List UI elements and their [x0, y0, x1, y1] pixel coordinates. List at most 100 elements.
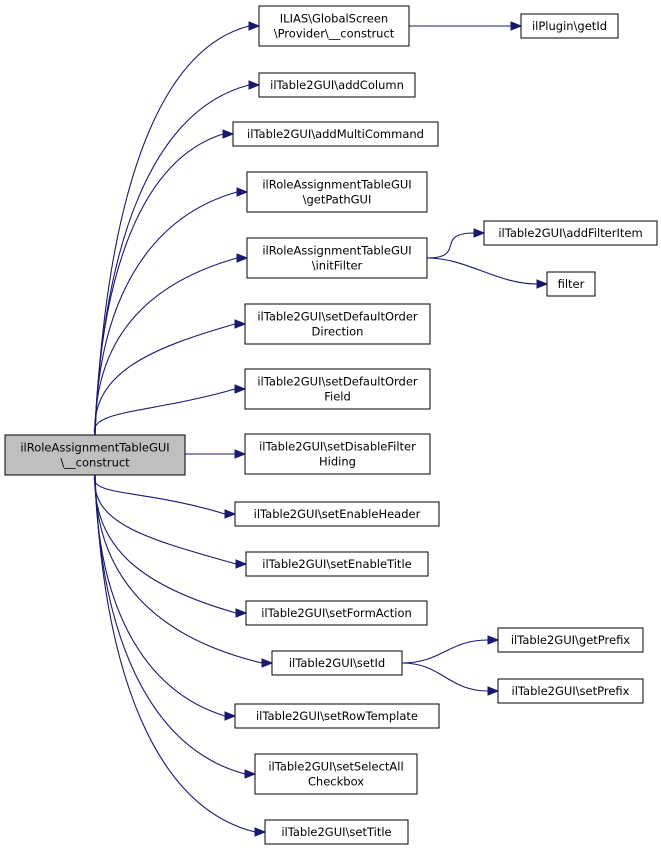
edge-root-to-setformaction	[94, 474, 248, 618]
node-box	[246, 237, 428, 279]
node-label: ilTable2GUI\setPrefix	[512, 684, 630, 698]
arrowhead	[236, 253, 249, 263]
node-label: ilTable2GUI\setDefaultOrder	[257, 375, 418, 389]
node-label: ilTable2GUI\addFilterItem	[498, 226, 642, 240]
node-box	[244, 433, 431, 475]
node-box	[234, 501, 440, 527]
node-label: ilPlugin\getId	[532, 19, 607, 33]
node-label: Field	[324, 390, 351, 404]
node-label: \Provider\__construct	[274, 27, 395, 41]
node-getpathgui[interactable]: ilRoleAssignmentTableGUI\getPathGUI	[246, 171, 428, 213]
node-label: filter	[558, 277, 585, 291]
edge-root-to-setdefaultorderdirection	[94, 319, 247, 436]
node-box	[483, 220, 658, 246]
node-label: Checkbox	[308, 775, 364, 789]
node-box	[245, 600, 428, 626]
nodes-layer: ilRoleAssignmentTableGUI\__constructILIA…	[4, 5, 658, 845]
arrowhead	[224, 509, 237, 519]
edge-root-to-addmulticommand	[94, 129, 235, 436]
edges-layer	[93, 21, 549, 837]
edge-setid-to-setprefix	[401, 662, 500, 696]
edge-initfilter-to-addfilteritem	[426, 228, 486, 259]
node-box	[234, 703, 440, 729]
edge-root-to-provider_construct	[94, 21, 261, 436]
edge-root-to-setrowtemplate	[94, 474, 237, 721]
arrowhead	[224, 711, 237, 721]
node-label: ilTable2GUI\addColumn	[270, 78, 404, 92]
node-label: ilRoleAssignmentTableGUI	[262, 244, 411, 258]
node-box	[245, 551, 429, 577]
node-label: ilTable2GUI\getPrefix	[511, 633, 630, 647]
node-root[interactable]: ilRoleAssignmentTableGUI\__construct	[4, 434, 186, 476]
node-settitle[interactable]: ilTable2GUI\setTitle	[264, 819, 409, 845]
node-label: ilTable2GUI\setEnableTitle	[262, 557, 411, 571]
node-setid[interactable]: ilTable2GUI\setId	[271, 650, 403, 676]
node-addcolumn[interactable]: ilTable2GUI\addColumn	[258, 72, 416, 98]
edge-root-to-settitle	[94, 474, 267, 837]
node-label: ilTable2GUI\setFormAction	[261, 606, 412, 620]
node-setrowtemplate[interactable]: ilTable2GUI\setRowTemplate	[234, 703, 440, 729]
arrowhead	[248, 21, 261, 31]
edge-root-to-setenableheader	[93, 474, 237, 519]
node-provider_construct[interactable]: ILIAS\GlobalScreen\Provider\__construct	[258, 5, 410, 47]
node-filter[interactable]: filter	[546, 271, 596, 297]
node-label: \__construct	[60, 456, 130, 470]
node-label: ilRoleAssignmentTableGUI	[20, 441, 169, 455]
node-label: ilRoleAssignmentTableGUI	[262, 178, 411, 192]
edge-provider_construct-to-plugin_getid	[409, 21, 523, 31]
node-getprefix[interactable]: ilTable2GUI\getPrefix	[497, 627, 644, 653]
node-label: Direction	[312, 325, 364, 339]
node-label: ilTable2GUI\addMultiCommand	[247, 127, 424, 141]
node-setenableheader[interactable]: ilTable2GUI\setEnableHeader	[234, 501, 440, 527]
node-box	[271, 650, 403, 676]
node-addmulticommand[interactable]: ilTable2GUI\addMultiCommand	[232, 121, 439, 147]
node-addfilteritem[interactable]: ilTable2GUI\addFilterItem	[483, 220, 658, 246]
node-box	[246, 171, 428, 213]
node-setprefix[interactable]: ilTable2GUI\setPrefix	[497, 678, 644, 704]
arrowhead	[487, 635, 500, 645]
node-box	[244, 303, 431, 345]
node-box	[232, 121, 439, 147]
node-label: ilTable2GUI\setId	[289, 656, 385, 670]
edge-root-to-initfilter	[94, 253, 249, 436]
arrowhead	[235, 559, 248, 569]
node-setenabletitle[interactable]: ilTable2GUI\setEnableTitle	[245, 551, 429, 577]
node-box	[520, 13, 619, 39]
edge-root-to-setdisablefilterhiding	[185, 449, 247, 459]
node-label: ilTable2GUI\setDisableFilter	[259, 440, 416, 454]
edge-initfilter-to-filter	[426, 257, 549, 289]
node-label: \initFilter	[312, 259, 363, 273]
edge-root-to-setid	[94, 474, 274, 668]
arrowhead	[222, 129, 235, 139]
arrowhead	[234, 384, 247, 394]
edge-root-to-getpathgui	[94, 187, 249, 436]
arrowhead	[234, 319, 247, 329]
edge-root-to-setselectallcheckbox	[94, 474, 257, 779]
node-box	[4, 434, 186, 476]
edge-setid-to-getprefix	[401, 635, 500, 664]
node-setformaction[interactable]: ilTable2GUI\setFormAction	[245, 600, 428, 626]
node-box	[254, 753, 418, 795]
node-label: \getPathGUI	[303, 193, 372, 207]
node-box	[258, 72, 416, 98]
node-label: ilTable2GUI\setTitle	[281, 825, 391, 839]
node-plugin_getid[interactable]: ilPlugin\getId	[520, 13, 619, 39]
node-label: ILIAS\GlobalScreen	[280, 12, 388, 26]
node-label: ilTable2GUI\setEnableHeader	[254, 507, 421, 521]
node-box	[497, 627, 644, 653]
arrowhead	[254, 827, 267, 837]
node-box	[546, 271, 596, 297]
edge-root-to-setdefaultorderfield	[93, 384, 247, 436]
arrowhead	[261, 658, 274, 668]
node-label: ilTable2GUI\setRowTemplate	[256, 709, 418, 723]
node-box	[258, 5, 410, 47]
arrowhead	[234, 449, 247, 459]
node-label: ilTable2GUI\setSelectAll	[268, 760, 403, 774]
node-label: ilTable2GUI\setDefaultOrder	[257, 310, 418, 324]
node-initfilter[interactable]: ilRoleAssignmentTableGUI\initFilter	[246, 237, 428, 279]
